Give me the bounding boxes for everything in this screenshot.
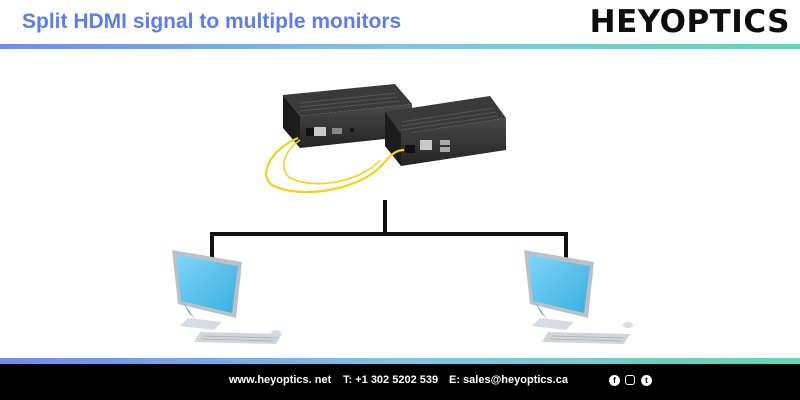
top-accent-bar: [0, 44, 800, 49]
instagram-icon[interactable]: [625, 375, 635, 385]
fiber-cable: [265, 136, 405, 194]
footer-bar: [0, 364, 800, 400]
monitor-left: [172, 250, 282, 344]
ethernet-port: [314, 127, 326, 136]
ethernet-port: [420, 140, 432, 150]
hdmi-port: [332, 128, 342, 134]
fiber-port: [306, 128, 316, 136]
facebook-icon[interactable]: f: [609, 375, 620, 386]
fiber-port: [405, 145, 415, 153]
bottom-accent-bar: [0, 358, 800, 364]
footer-email[interactable]: E: sales@heyoptics.ca: [449, 374, 568, 386]
monitor-right: [524, 250, 633, 344]
fiber-cable-loop: [283, 139, 381, 185]
usb-port: [440, 140, 450, 145]
twitter-icon[interactable]: t: [641, 375, 652, 386]
footer-website[interactable]: www.heyoptics. net: [229, 374, 332, 386]
brand-logo: HEYOPTICS: [589, 4, 790, 40]
page-title: Split HDMI signal to multiple monitors: [22, 10, 402, 33]
usb-port: [440, 147, 450, 152]
footer-phone: T: +1 302 5202 539: [343, 374, 439, 386]
splitter-lines: [210, 200, 568, 258]
hdmi-extender-transmitter: [283, 84, 412, 148]
